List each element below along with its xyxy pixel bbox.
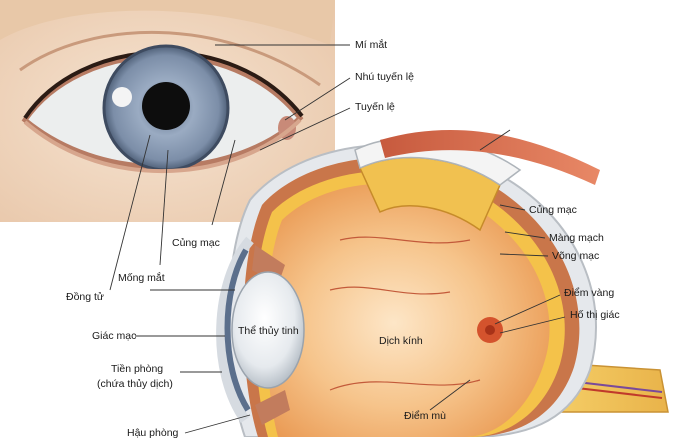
label-mang-mach: Màng mạch xyxy=(549,232,604,244)
label-dich-kinh: Dịch kính xyxy=(379,335,423,347)
label-tien-phong-note: (chứa thủy dịch) xyxy=(97,378,173,390)
label-dong-tu: Đồng tử xyxy=(66,291,104,303)
label-the-thuy-tinh: Thể thủy tinh xyxy=(238,325,299,337)
front-view-eye-illustration xyxy=(0,0,335,222)
eye-cross-section-illustration xyxy=(216,130,669,438)
label-tien-phong: Tiền phòng xyxy=(111,363,164,375)
label-mi-mat: Mí mắt xyxy=(355,39,388,51)
label-hau-phong: Hậu phòng xyxy=(127,427,179,439)
label-tuyen-le: Tuyến lệ xyxy=(355,101,395,113)
label-giac-mac: Giác mạc xyxy=(92,330,137,342)
label-diem-vang: Điểm vàng xyxy=(564,287,615,299)
label-diem-mu: Điểm mù xyxy=(404,410,447,422)
label-mong-mat: Mống mắt xyxy=(118,272,165,284)
label-cung-mac-side: Củng mạc xyxy=(529,204,577,216)
label-vong-mac: Võng mạc xyxy=(552,250,600,262)
label-ho-thi-giac: Hố thị giác xyxy=(570,309,620,321)
label-nhu-tuyen-le: Nhú tuyến lệ xyxy=(355,71,414,83)
leader-lines xyxy=(109,44,566,434)
label-cung-mac-front: Củng mạc xyxy=(172,237,220,249)
